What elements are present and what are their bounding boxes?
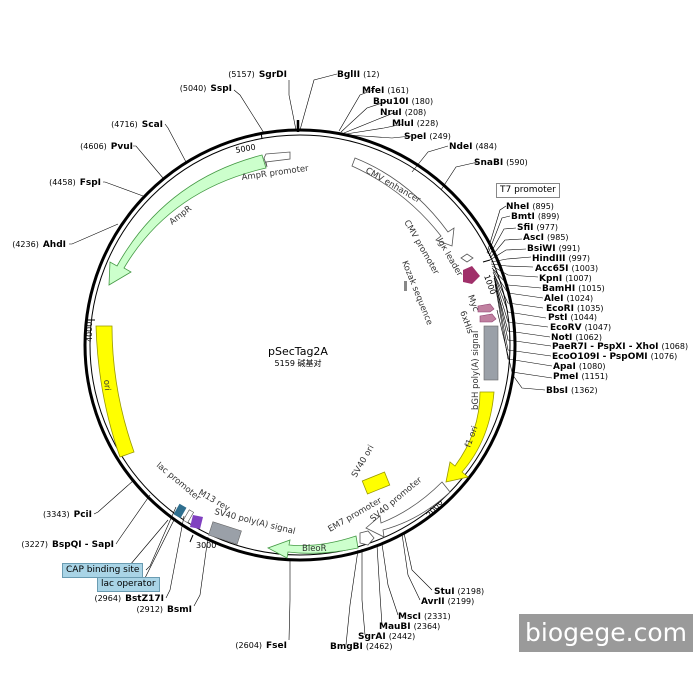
sixhis-arrow bbox=[479, 313, 497, 323]
site-acc65i: Acc65I(1003) bbox=[535, 264, 598, 274]
site-labels-right: BglII(12) MfeI(161) Bpu10I(180) NruI(208… bbox=[330, 70, 688, 652]
m13-rev-marker bbox=[190, 515, 203, 529]
tick-label-5000: 5000 bbox=[235, 143, 257, 155]
site-stui: StuI(2198) bbox=[434, 587, 484, 597]
site-bmti: BmtI(899) bbox=[511, 212, 559, 222]
sv40-polya-box bbox=[208, 521, 242, 545]
site-ecorv: EcoRV(1047) bbox=[550, 323, 611, 333]
site-sgrdi: (5157)SgrDI bbox=[228, 70, 287, 80]
lac-promoter-marker bbox=[182, 509, 195, 524]
site-spei: SpeI(249) bbox=[404, 132, 451, 142]
ori-label: ori bbox=[101, 379, 112, 391]
plasmid-name: pSecTag2A bbox=[268, 345, 328, 358]
igk-leader-arrow bbox=[460, 253, 474, 263]
site-noti: NotI(1062) bbox=[551, 333, 602, 343]
site-ecori: EcoRI(1035) bbox=[546, 304, 604, 314]
site-psp-omi: EcoO109I - PspOMI(1076) bbox=[552, 352, 677, 362]
site-asci: AscI(985) bbox=[523, 233, 569, 243]
bleor-label: BleoR bbox=[302, 544, 327, 554]
tick-label-3000: 3000 bbox=[196, 541, 216, 550]
site-bstz17i: (2964)BstZ17I bbox=[94, 594, 164, 604]
lac-operator-box: lac operator bbox=[97, 577, 160, 592]
plasmid-length: 5159 碱基对 bbox=[275, 358, 322, 368]
f1-ori-arrow bbox=[445, 391, 495, 483]
site-bsmi: (2912)BsmI bbox=[136, 605, 192, 615]
site-bmgbi: BmgBI(2462) bbox=[330, 642, 393, 652]
site-ahdi: (4236)AhdI bbox=[12, 240, 66, 250]
site-fspi: (4458)FspI bbox=[49, 178, 101, 188]
site-bbsi: BbsI(1362) bbox=[546, 386, 598, 396]
site-hindiii: HindIII(997) bbox=[532, 254, 590, 264]
watermark: biogege.com bbox=[519, 614, 693, 652]
site-apai: ApaI(1080) bbox=[553, 362, 605, 372]
site-sfii: SfiI(977) bbox=[517, 223, 558, 233]
site-nhei: NheI(895) bbox=[506, 202, 554, 212]
site-sapi: (3227)BspQI - SapI bbox=[21, 540, 114, 550]
sv40-ori-box bbox=[361, 471, 391, 495]
myc-arrow bbox=[477, 303, 495, 313]
cmv-enhancer-label: CMV enhancer bbox=[364, 166, 423, 206]
site-psti: PstI(1044) bbox=[548, 313, 597, 323]
site-sgrai: SgrAI(2442) bbox=[358, 632, 415, 642]
site-bpu10i: Bpu10I(180) bbox=[373, 97, 433, 107]
site-pmei: PmeI(1151) bbox=[553, 372, 608, 382]
site-sspi: (5040)SspI bbox=[180, 84, 232, 94]
site-nrui: NruI(208) bbox=[380, 108, 426, 118]
site-msci: MscI(2331) bbox=[398, 612, 451, 622]
tick-5000 bbox=[260, 131, 263, 140]
lac-promoter-label: lac promoter bbox=[154, 461, 202, 504]
site-alei: AleI(1024) bbox=[544, 294, 593, 304]
site-snabi: SnaBI(590) bbox=[474, 158, 528, 168]
cap-site-marker bbox=[173, 503, 187, 519]
sv40-promoter-arrow bbox=[365, 481, 451, 538]
site-labels-left: (5157)SgrDI (5040)SspI (4716)ScaI (4606)… bbox=[12, 70, 287, 651]
site-kpni: KpnI(1007) bbox=[539, 274, 592, 284]
bgh-polya-label: bGH poly(A) signal bbox=[471, 331, 481, 410]
em7-arrow bbox=[359, 530, 375, 546]
site-maubi: MauBI(2364) bbox=[379, 622, 440, 632]
site-ndei: NdeI(484) bbox=[449, 142, 497, 152]
tick-label-4000: 4000 bbox=[85, 322, 94, 342]
bgh-polya-box bbox=[483, 325, 499, 381]
site-bsiwi: BsiWI(991) bbox=[527, 244, 580, 254]
site-pvui: (4606)PvuI bbox=[80, 142, 133, 152]
site-pcii: (3343)PciI bbox=[43, 510, 92, 520]
backbone-inner bbox=[89, 134, 511, 556]
ampr-promoter-arrow bbox=[263, 151, 291, 168]
ampr-arrow bbox=[108, 154, 267, 286]
bleor-arrow bbox=[267, 535, 359, 559]
sv40-ori-label: SV40 ori bbox=[350, 443, 377, 479]
leader-lines-right bbox=[299, 73, 553, 646]
mcs-cluster bbox=[463, 266, 480, 284]
kozak-marker bbox=[404, 281, 407, 291]
tick-3000 bbox=[189, 534, 194, 543]
site-fsei: (2604)FseI bbox=[235, 641, 287, 651]
t7-promoter-box: T7 promoter bbox=[496, 183, 560, 198]
site-scai: (4716)ScaI bbox=[111, 120, 163, 130]
tick-1000 bbox=[482, 259, 491, 263]
leader-lines-left bbox=[69, 80, 297, 641]
site-mlui: MluI(228) bbox=[392, 119, 438, 129]
cap-binding-site-box: CAP binding site bbox=[62, 563, 144, 578]
ori-arc bbox=[95, 325, 135, 458]
cmv-enhancer-arrow bbox=[351, 157, 455, 247]
site-xhoi: PaeR7I - PspXI - XhoI(1068) bbox=[552, 342, 688, 352]
m13-rev-label: M13 rev bbox=[197, 488, 232, 514]
site-avrii: AvrII(2199) bbox=[421, 597, 474, 607]
site-bglii: BglII(12) bbox=[337, 70, 380, 80]
site-bamhi: BamHI(1015) bbox=[542, 284, 605, 294]
site-mfei: MfeI(161) bbox=[362, 86, 409, 96]
